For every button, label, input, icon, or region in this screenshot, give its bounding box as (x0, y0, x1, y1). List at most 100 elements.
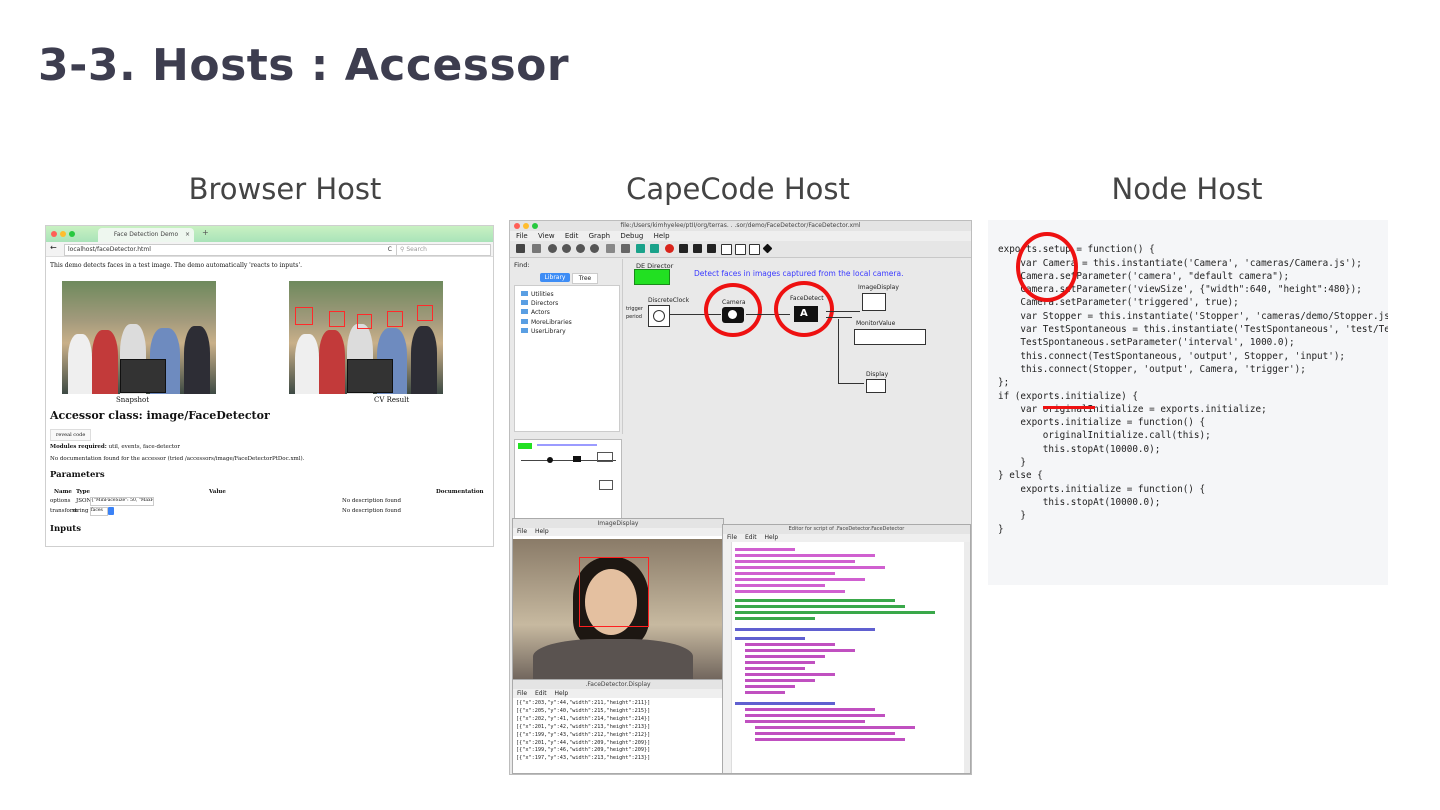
menu-view[interactable]: View (537, 232, 555, 240)
folder-icon (521, 291, 528, 296)
param-header-doc: Documentation (436, 489, 484, 495)
minimize-dot-icon[interactable] (60, 231, 66, 237)
browser-window: Face Detection Demo × + ← localhost/face… (45, 225, 494, 547)
menu-help[interactable]: Help (534, 528, 549, 535)
save-icon[interactable] (516, 244, 525, 253)
code-line: Camera.setParameter('triggered', true); (998, 297, 1239, 309)
code-line: this.stopAt(10000.0); (998, 496, 1161, 508)
imagedisplay-actor[interactable] (862, 293, 886, 311)
menu-debug[interactable]: Debug (620, 232, 644, 240)
image-window-menubar: File Help (513, 528, 723, 536)
editor-scrollbar[interactable] (964, 542, 970, 773)
menu-file[interactable]: File (517, 528, 528, 535)
record-icon[interactable] (665, 244, 674, 253)
zoom-reset-icon[interactable] (562, 244, 571, 253)
port-icon[interactable] (693, 244, 702, 253)
url-input[interactable]: localhost/faceDetector.html C (64, 244, 397, 256)
stop-icon[interactable] (606, 244, 615, 253)
page-title: 3-3. Hosts : Accessor (38, 40, 570, 91)
back-arrow-icon[interactable]: ← (50, 243, 57, 252)
menu-help[interactable]: Help (653, 232, 670, 240)
code-line: } else { (998, 470, 1043, 482)
tab-library[interactable]: Library (540, 273, 570, 282)
list-item[interactable]: MoreLibraries (521, 318, 613, 327)
menu-help[interactable]: Help (764, 534, 779, 541)
maximize-dot-icon[interactable] (69, 231, 75, 237)
discrete-clock-actor[interactable] (648, 305, 670, 327)
graph-canvas[interactable]: DE Director Detect faces in images captu… (626, 259, 968, 513)
param-header-name: Name (54, 489, 72, 495)
image-window-titlebar: ImageDisplay (513, 519, 723, 528)
relation-icon[interactable] (707, 244, 716, 253)
browser-tab[interactable]: Face Detection Demo × (98, 228, 194, 242)
list-item[interactable]: Actors (521, 308, 613, 317)
input-port-icon[interactable] (721, 244, 732, 255)
list-item: [{"x":197,"y":43,"width":213,"height":21… (516, 755, 651, 762)
capecode-menubar: File View Edit Graph Debug Help (510, 231, 971, 241)
reload-icon[interactable]: C (387, 246, 392, 253)
menu-graph[interactable]: Graph (588, 232, 611, 240)
param-doc: No description found (342, 508, 401, 514)
code-line: Camera.setParameter('camera', "default c… (998, 270, 1290, 282)
clock-trigger-port: trigger (626, 306, 643, 312)
output-port-icon[interactable] (735, 244, 746, 255)
code-line: exports.initialize = function() { (998, 417, 1206, 429)
layout-icon[interactable] (621, 244, 630, 253)
zoom-out-icon[interactable] (590, 244, 599, 253)
intro-text: This demo detects faces in a test image.… (50, 262, 303, 269)
menu-file[interactable]: File (517, 690, 528, 697)
search-input[interactable]: ⚲ Search (396, 244, 491, 256)
minimize-dot-icon[interactable] (523, 223, 529, 229)
inout-port-icon[interactable] (749, 244, 760, 255)
print-icon[interactable] (532, 244, 541, 253)
menu-file[interactable]: File (516, 232, 528, 240)
editor-menubar: File Edit Help (723, 534, 970, 542)
menu-edit[interactable]: Edit (534, 690, 547, 697)
tab-tree[interactable]: Tree (572, 273, 598, 284)
maximize-dot-icon[interactable] (532, 223, 538, 229)
code-line: }; (998, 377, 1010, 389)
pause-icon[interactable] (650, 244, 659, 253)
arrow-right-icon[interactable] (679, 244, 688, 253)
list-item[interactable]: Directors (521, 299, 613, 308)
monitorvalue-label: MonitorValue (856, 320, 896, 327)
clock-icon (653, 310, 665, 322)
close-dot-icon[interactable] (514, 223, 520, 229)
menu-edit[interactable]: Edit (564, 232, 579, 240)
diamond-icon[interactable] (762, 243, 773, 254)
camera-highlight-circle (1016, 232, 1078, 302)
code-line: if (exports.initialize) { (998, 390, 1138, 402)
imagedisplay-label: ImageDisplay (858, 284, 899, 291)
display-window-titlebar: .FaceDetector.Display (513, 680, 723, 689)
graph-overview-thumbnail[interactable] (514, 439, 622, 519)
list-item[interactable]: Utilities (521, 290, 613, 299)
display-actor[interactable] (866, 379, 886, 393)
new-tab-icon[interactable]: + (202, 228, 209, 237)
monitorvalue-actor[interactable] (854, 329, 926, 345)
editor-code-area[interactable] (735, 545, 955, 771)
zoom-fit-icon[interactable] (576, 244, 585, 253)
tab-close-icon[interactable]: × (184, 231, 190, 238)
code-line: var TestSpontaneous = this.instantiate('… (998, 324, 1388, 336)
zoom-in-icon[interactable] (548, 244, 557, 253)
director-block[interactable] (634, 269, 670, 285)
display-output-window: .FaceDetector.Display File Edit Help [{"… (512, 679, 724, 774)
folder-icon (521, 318, 528, 324)
code-line: originalInitialize.call(this); (998, 430, 1211, 442)
menu-help[interactable]: Help (554, 690, 569, 697)
code-line: exports.initialize = function() { (998, 483, 1206, 495)
list-item[interactable]: UserLibrary (521, 327, 613, 336)
run-icon[interactable] (636, 244, 645, 253)
inputs-heading: Inputs (50, 524, 81, 534)
select-arrow-icon[interactable] (108, 507, 114, 515)
find-label: Find: (514, 261, 530, 269)
menu-edit[interactable]: Edit (744, 534, 757, 541)
code-line: } (998, 523, 1004, 535)
param-type: string (72, 508, 89, 514)
menu-file[interactable]: File (727, 534, 738, 541)
browser-tab-title: Face Detection Demo (113, 231, 179, 238)
reveal-code-button[interactable]: reveal code (50, 429, 92, 441)
close-dot-icon[interactable] (51, 231, 57, 237)
param-value-input[interactable]: {"MinFaceSize": 50, "MaxFa (90, 497, 154, 506)
param-value-select[interactable]: faces (90, 507, 108, 516)
